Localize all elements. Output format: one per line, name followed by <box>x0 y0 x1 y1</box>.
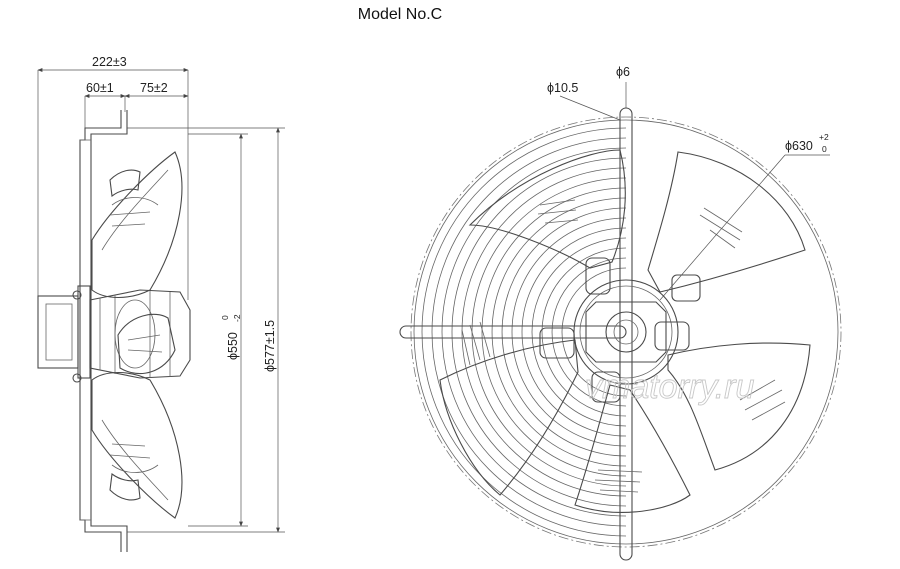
dim-blade-tol-upper: 0 <box>220 315 230 320</box>
guard-rings <box>413 119 839 545</box>
dim-outer-label: ϕ630 <box>785 139 813 153</box>
dim-total-depth-label: 222±3 <box>92 55 127 69</box>
dim-outer-tol-upper: +2 <box>819 132 829 142</box>
guard-ring <box>471 177 627 487</box>
guard-ring <box>561 267 627 397</box>
outer-diameter-circle <box>410 116 842 548</box>
side-view: 222±3 60±1 75±2 <box>37 55 285 552</box>
guard-ring <box>541 247 627 417</box>
guard-ring <box>481 187 627 477</box>
dim-wire-label: ϕ6 <box>616 65 630 79</box>
front-view: ϕ10.5 ϕ6 ϕ630 +2 0 vmatorry.ru <box>399 65 842 561</box>
guard-ring <box>421 127 627 537</box>
dim-guard-dia-label: ϕ577±1.5 <box>263 320 277 372</box>
guard-ring <box>431 137 627 527</box>
guard-ring <box>551 257 627 407</box>
guard-ring <box>491 197 627 467</box>
guard-ring <box>501 207 627 457</box>
guard-ring-outer <box>413 119 839 545</box>
fan-blade <box>574 384 691 513</box>
dim-blade-dia-label: ϕ550 <box>226 332 240 360</box>
guard-ring <box>441 147 627 517</box>
dim-rear-label: 75±2 <box>140 81 168 95</box>
watermark: vmatorry.ru <box>585 368 754 406</box>
fan-blade <box>439 339 579 496</box>
dim-outer-tol-lower: 0 <box>822 144 827 154</box>
fan-blade <box>468 149 626 269</box>
hub-center <box>605 311 647 353</box>
fan-blade <box>667 342 811 471</box>
dim-hole-label: ϕ10.5 <box>547 81 578 95</box>
guard-ring <box>521 227 627 437</box>
guard-ring <box>511 217 627 447</box>
dim-front-label: 60±1 <box>86 81 114 95</box>
model-title: Model No.C <box>357 6 443 23</box>
dim-blade-tol-lower: -2 <box>232 314 242 322</box>
guard-ring <box>451 157 627 507</box>
fan-blade <box>647 151 806 293</box>
guard-ring <box>531 237 627 427</box>
guard-ring <box>461 167 627 497</box>
